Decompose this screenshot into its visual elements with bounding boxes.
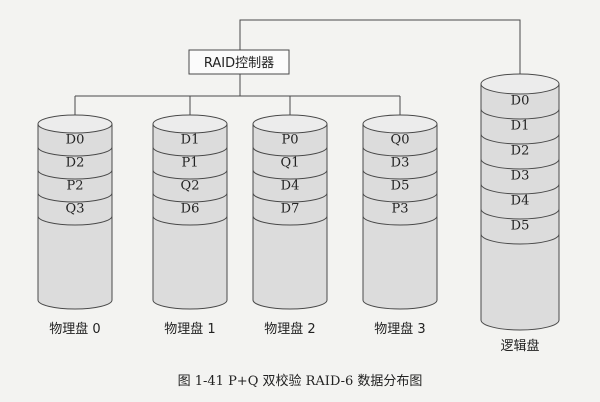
block-label: Q1 xyxy=(281,156,300,171)
block-label: D7 xyxy=(281,202,300,217)
block-label: D4 xyxy=(511,194,530,209)
controller-label: RAID控制器 xyxy=(204,56,274,71)
figure-caption: 图 1-41 P+Q 双校验 RAID-6 数据分布图 xyxy=(177,374,423,389)
block-divider xyxy=(152,146,228,157)
block-divider xyxy=(152,192,228,203)
disk-label: 物理盘 2 xyxy=(264,321,315,337)
block-label: D5 xyxy=(511,219,530,234)
cylinder-top xyxy=(37,114,113,134)
block-divider xyxy=(152,215,228,226)
block-label: D5 xyxy=(391,179,410,194)
block-label: P1 xyxy=(181,156,198,171)
block-divider xyxy=(252,192,328,203)
cylinder-body xyxy=(252,124,328,310)
controller-box xyxy=(188,49,290,75)
disk-label: 物理盘 3 xyxy=(374,321,425,337)
block-label: Q0 xyxy=(391,133,410,148)
cylinder-top xyxy=(152,114,228,134)
block-label: D3 xyxy=(511,169,530,184)
block-divider xyxy=(480,133,560,145)
block-label: D0 xyxy=(511,94,530,109)
block-divider xyxy=(252,146,328,157)
block-divider xyxy=(37,215,113,226)
cylinder-top xyxy=(480,73,560,95)
block-divider xyxy=(480,158,560,170)
cylinder-top xyxy=(362,114,438,134)
disk-label: 物理盘 0 xyxy=(49,321,100,337)
block-label: D2 xyxy=(511,144,530,159)
block-label: P0 xyxy=(281,133,298,148)
block-label: Q2 xyxy=(181,179,200,194)
block-label: D2 xyxy=(66,156,85,171)
block-divider xyxy=(480,108,560,120)
block-label: P3 xyxy=(391,202,408,217)
block-divider xyxy=(252,169,328,180)
block-label: D4 xyxy=(281,179,300,194)
controller-to-logical-wire xyxy=(239,19,521,74)
block-divider xyxy=(252,215,328,226)
block-divider xyxy=(37,146,113,157)
raid-controller: RAID控制器 xyxy=(188,49,290,75)
block-divider xyxy=(480,233,560,245)
connection-lines xyxy=(74,19,521,115)
block-divider xyxy=(152,169,228,180)
block-divider xyxy=(362,146,438,157)
block-divider xyxy=(37,192,113,203)
block-label: D1 xyxy=(181,133,200,148)
block-divider xyxy=(362,215,438,226)
logical-disk-label: 逻辑盘 xyxy=(500,338,539,354)
cylinder-body xyxy=(152,124,228,310)
block-divider xyxy=(480,183,560,195)
block-label: D0 xyxy=(66,133,85,148)
block-divider xyxy=(37,169,113,180)
block-divider xyxy=(362,192,438,203)
cylinder-body xyxy=(362,124,438,310)
block-label: D3 xyxy=(391,156,410,171)
block-label: P2 xyxy=(66,179,83,194)
disk-label: 物理盘 1 xyxy=(164,321,215,337)
block-divider xyxy=(362,169,438,180)
block-label: D1 xyxy=(511,119,530,134)
cylinder-body xyxy=(480,84,560,331)
block-divider xyxy=(480,208,560,220)
block-label: Q3 xyxy=(66,202,85,217)
cylinder-top xyxy=(252,114,328,134)
cylinder-body xyxy=(37,124,113,310)
block-label: D6 xyxy=(181,202,200,217)
